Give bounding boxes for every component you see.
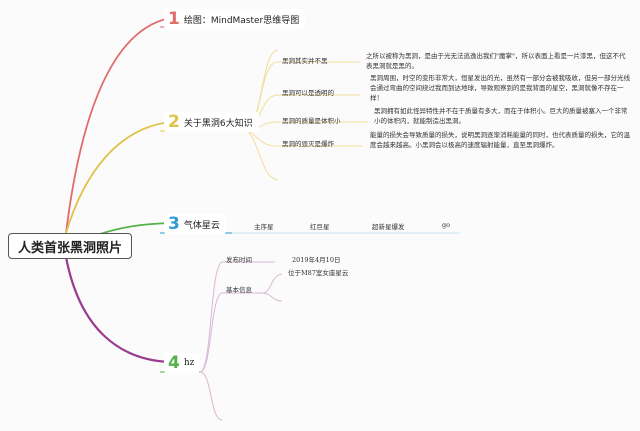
branch-label: 关于黑洞6大知识 [183,118,253,129]
nebula-go[interactable]: go [442,221,451,229]
subtopic-text: 黑洞周围，时空的变形非常大，恒星发出的光，虽然有一部分会被我吸收，但另一部分光线… [370,74,630,102]
subtopic-text: 能量的损失会导致质量的损失，说明黑洞逐渐消耗能量的同时，也代表质量的损失，它的温… [370,131,630,149]
root-topic[interactable]: 人类首张黑洞照片 [8,233,132,259]
hz-release-value[interactable]: 2019年4月10日 [292,256,341,264]
subtopic-small-volume[interactable]: 黑洞的质量是体积小 [282,117,341,125]
subtopic-explosion[interactable]: 黑洞的毁灭是爆炸 [282,140,334,148]
branch-label: 绘图：MindMaster思维导图 [183,15,300,26]
hz-basic-value[interactable]: 位于M87室女座星云 [288,269,349,277]
branch-number: 2 [168,111,180,132]
branch-number: 1 [168,8,180,29]
branch-label: hz [183,358,195,368]
branch-number: 4 [168,352,180,373]
branch-hz[interactable]: 4 hz [164,352,201,373]
branch-label: 气体星云 [183,220,220,231]
subtopic-transparent[interactable]: 黑洞可以是透明的 [282,89,334,97]
hz-release-label[interactable]: 发布时间 [226,256,252,264]
nebula-main-sequence[interactable]: 主序星 [254,223,274,231]
branch-number: 3 [168,213,180,234]
root-label: 人类首张黑洞照片 [17,240,122,256]
nebula-red-giant[interactable]: 红巨星 [310,223,330,231]
subtopic-text: 之所以被称为黑洞，是由于光无法逃逸出我们"魔掌"，所以表面上看是一片漆黑，但这不… [366,52,626,70]
branch-gas-nebula[interactable]: 3 气体星云 [164,214,226,234]
hz-basic-label[interactable]: 基本信息 [226,286,252,294]
subtopic-not-black[interactable]: 黑洞其实并不黑 [282,57,328,65]
subtopic-text: 黑洞拥有如此怪异特性并不在于质量有多大，而在于体积小。巨大的质量被塞入一个非常小… [374,107,628,125]
branch-blackhole-knowledge[interactable]: 2 关于黑洞6大知识 [164,112,259,132]
nebula-supernova[interactable]: 超新星爆发 [372,223,405,231]
branch-drawing-tool[interactable]: 1 绘图：MindMaster思维导图 [164,8,306,29]
